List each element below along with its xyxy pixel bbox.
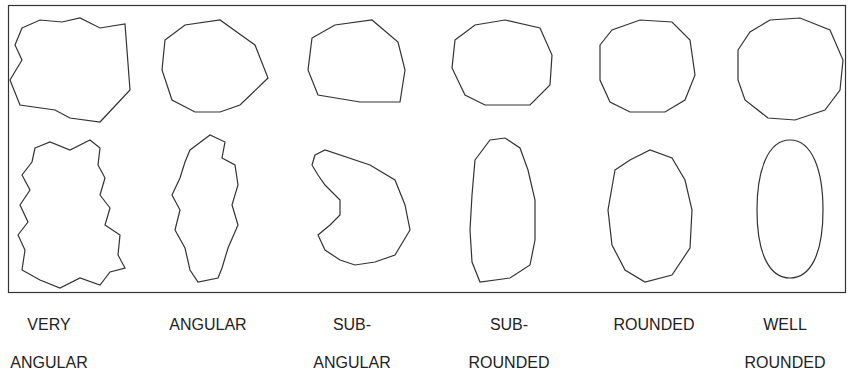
- sub-rounded-grain: [452, 20, 552, 105]
- roundness-class-label: ROUNDED: [614, 306, 695, 344]
- roundness-class-label: WELL ROUNDED: [745, 306, 826, 373]
- well-rounded-grain: [757, 140, 823, 278]
- very-angular-grain: [10, 18, 130, 122]
- angular-grain: [172, 135, 238, 282]
- roundness-class-label: ANGULAR: [169, 306, 246, 344]
- frame: [9, 6, 846, 293]
- roundness-class-label: SUB- ANGULAR: [313, 306, 390, 373]
- sub-angular-grain: [308, 20, 405, 102]
- roundness-class-label: VERY ANGULAR: [10, 306, 87, 373]
- angular-grain: [162, 20, 268, 112]
- sub-angular-grain: [312, 150, 410, 265]
- roundness-class-label: SUB- ROUNDED: [469, 306, 550, 373]
- very-angular-grain: [18, 140, 125, 288]
- sub-rounded-grain: [470, 138, 535, 282]
- rounded-grain: [608, 150, 692, 282]
- well-rounded-grain: [738, 18, 843, 120]
- rounded-grain: [600, 20, 695, 112]
